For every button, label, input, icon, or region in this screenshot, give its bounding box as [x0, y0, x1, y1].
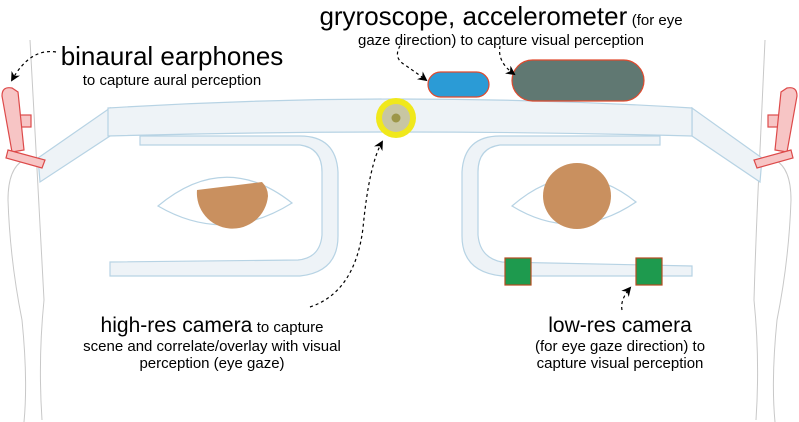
gyro-label: gryroscope, accelerometer (for eye gaze …	[318, 1, 684, 49]
arrow-accelerometer	[498, 45, 516, 76]
highres-line3: perception (eye gaze)	[139, 355, 285, 373]
highres-line2: scene and correlate/overlay with visual	[83, 338, 341, 356]
head-outline-right	[753, 39, 766, 421]
earphone-right	[753, 87, 798, 169]
arrow-gyroscope	[396, 45, 428, 82]
low-res-camera-left	[504, 257, 532, 286]
lowres-label: low-res camera (for eye gaze direction) …	[500, 314, 740, 373]
highres-label: high-res camera to capture scene and cor…	[52, 314, 372, 373]
gyro-line2: gaze direction) to capture visual percep…	[358, 31, 644, 49]
eye-right	[510, 163, 638, 229]
highres-title-suffix: to capture	[256, 319, 324, 336]
lowres-line2: (for eye gaze direction) to	[534, 338, 706, 356]
ear-right	[772, 159, 792, 422]
eye-left	[156, 176, 294, 229]
highres-title: high-res camera	[100, 314, 253, 337]
earphones-title: binaural earphones	[60, 41, 284, 71]
earphones-label: binaural earphones to capture aural perc…	[56, 41, 288, 89]
lowres-title: low-res camera	[548, 314, 692, 337]
gyroscope-sensor	[427, 71, 490, 98]
arrow-high-res-camera	[309, 140, 383, 308]
ear-left	[7, 159, 27, 422]
high-res-camera	[376, 98, 416, 138]
earphone-left	[1, 87, 46, 169]
arrow-low-res-camera	[621, 286, 632, 311]
low-res-camera-right	[635, 257, 663, 286]
gyro-title-suffix: (for eye	[631, 12, 683, 29]
lowres-line3: capture visual perception	[536, 355, 704, 373]
head-outline-left	[29, 39, 45, 421]
gyro-title: gryroscope, accelerometer	[319, 1, 628, 31]
accelerometer-sensor	[511, 59, 645, 102]
arrow-earphones	[11, 50, 57, 82]
earphones-desc: to capture aural perception	[82, 71, 262, 89]
